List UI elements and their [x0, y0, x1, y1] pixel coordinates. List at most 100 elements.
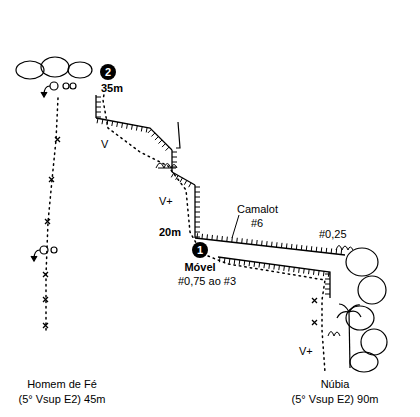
wall-hatching — [96, 95, 345, 298]
hatch-tick — [155, 136, 159, 140]
hatch-tick — [195, 187, 200, 188]
hatch-tick — [318, 271, 320, 276]
hatch-tick — [116, 122, 118, 127]
hatch-tick — [234, 259, 236, 264]
hatch-tick — [271, 242, 273, 247]
hatch-tick — [180, 178, 182, 182]
hatch-tick — [325, 289, 330, 290]
hatch-tick — [258, 263, 260, 268]
hatch-tick — [111, 121, 113, 126]
hatch-tick — [249, 261, 251, 266]
hatch-tick — [241, 238, 243, 243]
hatch-tick — [151, 133, 155, 137]
hatch-tick — [216, 236, 218, 241]
hatch-tick — [239, 260, 241, 265]
hatch-tick — [323, 271, 325, 276]
gear-name: Camalot — [236, 203, 279, 215]
hatch-tick — [97, 118, 99, 123]
route-info: (5° Vsup E2) 45m — [18, 393, 107, 405]
hatch-tick — [298, 268, 300, 273]
hatch-tick — [303, 269, 305, 274]
palm-tree — [337, 304, 361, 368]
hatch-tick — [306, 246, 308, 251]
hatch-tick — [206, 234, 208, 239]
hatch-tick — [331, 248, 333, 253]
hatch-tick — [244, 261, 246, 266]
hatch-tick — [189, 183, 191, 187]
hatch-tick — [172, 152, 177, 153]
hatch-tick — [246, 239, 248, 244]
wall-line — [195, 238, 345, 255]
hatch-tick — [131, 125, 133, 130]
hatch-tick — [121, 123, 123, 128]
hatch-tick — [96, 97, 101, 98]
hatch-tick — [195, 227, 200, 228]
right-boulders — [346, 248, 387, 372]
hatch-tick — [316, 247, 318, 252]
hatch-tick — [325, 274, 330, 275]
hatch-tick — [276, 242, 278, 247]
hatch-tick — [195, 222, 200, 223]
hatch-tick — [325, 279, 330, 280]
hatch-tick — [273, 265, 275, 270]
hatch-tick — [296, 245, 298, 250]
protection-note: Móvel — [183, 261, 216, 273]
hatch-tick — [162, 144, 166, 148]
route-name: Homem de Fé — [26, 378, 98, 390]
hatch-tick — [211, 235, 213, 240]
hatch-tick — [172, 162, 177, 163]
bolts — [43, 137, 317, 328]
hatch-tick — [325, 294, 330, 295]
hatch-tick — [221, 236, 223, 241]
hatch-tick — [195, 192, 200, 193]
pitch-number: 2 — [100, 64, 116, 80]
route-name: Núbia — [320, 378, 351, 390]
hatch-tick — [325, 284, 330, 285]
hatch-tick — [326, 248, 328, 253]
hatch-tick — [96, 117, 101, 118]
hatch-tick — [146, 127, 148, 132]
hatch-tick — [195, 202, 200, 203]
hatch-tick — [101, 119, 103, 124]
hatch-tick — [236, 238, 238, 243]
hatch-tick — [291, 244, 293, 249]
hatch-tick — [195, 207, 200, 208]
rappel-anchor-mid — [31, 246, 57, 261]
hatch-tick — [268, 264, 270, 269]
hatch-tick — [195, 197, 200, 198]
hatch-tick — [301, 245, 303, 250]
hatch-tick — [293, 267, 295, 272]
hatch-tick — [311, 246, 313, 251]
length: 20m — [158, 226, 182, 238]
pitch-number: 1 — [192, 242, 208, 258]
leader-line — [232, 215, 239, 238]
hatch-tick — [281, 243, 283, 248]
hatch-tick — [148, 129, 152, 133]
route-homem-de-fe — [46, 98, 58, 330]
pitch-number-text: 2 — [105, 67, 111, 78]
hatch-tick — [256, 240, 258, 245]
hatch-tick — [195, 212, 200, 213]
route-info: (5° Vsup E2) 90m — [291, 393, 380, 405]
flake — [176, 122, 180, 148]
hatch-tick — [226, 237, 228, 242]
route-nubia-lower — [208, 256, 325, 372]
hatch-tick — [254, 262, 256, 267]
hatch-tick — [136, 126, 138, 131]
hatch-tick — [195, 217, 200, 218]
grade: V+ — [298, 345, 314, 357]
route-line — [103, 81, 196, 242]
grade: V+ — [158, 195, 174, 207]
hatch-tick — [288, 267, 290, 272]
hatch-tick — [96, 102, 101, 103]
hatch-tick — [263, 263, 265, 268]
hatch-tick — [172, 157, 177, 158]
hatch-tick — [224, 258, 226, 263]
wall-line — [171, 150, 172, 172]
hatch-tick — [266, 241, 268, 246]
hatch-tick — [313, 270, 315, 275]
gear-range: #0,75 ao #3 — [177, 275, 237, 287]
